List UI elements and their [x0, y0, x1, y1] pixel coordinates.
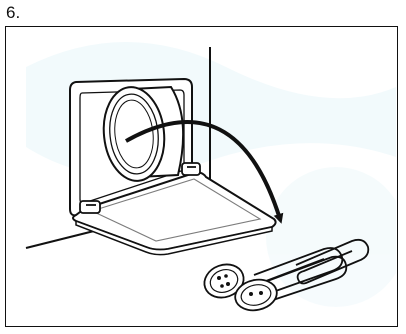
hinge-left: [80, 201, 100, 213]
step-number: 6.: [6, 2, 20, 24]
illustration-frame: [5, 26, 398, 327]
hinge-right: [182, 163, 200, 175]
remove-filter-illustration: [6, 27, 396, 325]
